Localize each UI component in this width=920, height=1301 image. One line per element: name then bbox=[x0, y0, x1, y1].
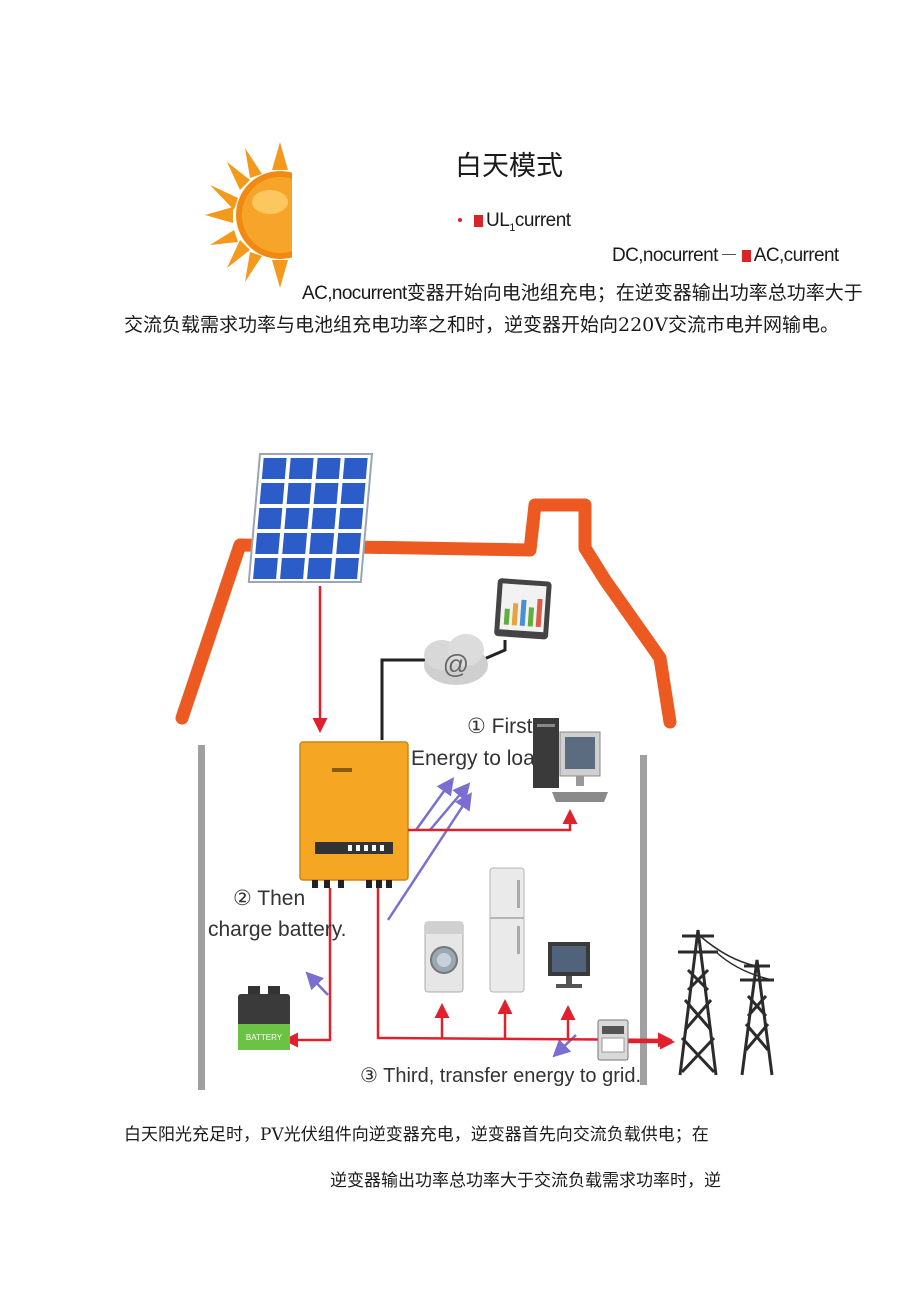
right-wall bbox=[640, 755, 647, 1085]
fridge-icon bbox=[489, 867, 525, 993]
dash-icon bbox=[721, 254, 736, 255]
step3-text: ③ Third, transfer energy to grid. bbox=[360, 1065, 641, 1087]
body-paragraph-2: 逆变器输出功率总功率大于交流负载需求功率时，逆 bbox=[330, 1171, 721, 1191]
tv-icon bbox=[548, 942, 590, 988]
step1-line1: ① First, bbox=[467, 715, 538, 738]
legend-dc-nocurrent: DC,nocurrent bbox=[612, 245, 718, 266]
legend-ac-current: AC,current bbox=[753, 245, 839, 266]
legend-ul-current: UL1current bbox=[458, 210, 571, 234]
page-title: 白天模式 bbox=[455, 151, 563, 182]
solar-panel-icon bbox=[247, 453, 374, 583]
computer-icon bbox=[533, 718, 608, 802]
legend-dc-ac: DC,nocurrent AC,current bbox=[612, 245, 839, 267]
pylon-icon bbox=[678, 929, 774, 1076]
tablet-icon bbox=[494, 578, 552, 640]
legend-ul-suffix: current bbox=[514, 210, 571, 231]
solar-system-diagram: @ ① First, Energy to load. bbox=[160, 440, 860, 1100]
cloud-icon: @ bbox=[424, 634, 488, 685]
red-square-icon bbox=[474, 215, 483, 227]
legend-ul-sub: 1 bbox=[509, 221, 515, 234]
washing-machine-icon bbox=[424, 921, 464, 993]
bullet-icon bbox=[458, 218, 462, 222]
intro-line-1: AC,nocurrent变器开始向电池组充电；在逆变器输出功率总功率大于 bbox=[302, 278, 863, 305]
step2-line1: ② Then bbox=[233, 887, 305, 910]
at-symbol: @ bbox=[443, 649, 469, 679]
step1-line2: Energy to load. bbox=[411, 747, 552, 770]
red-square-icon bbox=[741, 250, 751, 262]
legend-ac-nocurrent: AC,nocurrent bbox=[302, 283, 407, 304]
sun-icon bbox=[200, 140, 292, 290]
step2-line2: charge battery. bbox=[208, 918, 347, 941]
intro-line-1-text: 变器开始向电池组充电；在逆变器输出功率总功率大于 bbox=[406, 282, 863, 304]
inverter-icon bbox=[299, 741, 409, 888]
battery-icon: BATTERY bbox=[238, 986, 290, 1050]
intro-line-2: 交流负载需求功率与电池组充电功率之和时，逆变器开始向220V交流市电并网输电。 bbox=[124, 314, 839, 336]
body-paragraph-1: 白天阳光充足时，PV光伏组件向逆变器充电，逆变器首先向交流负载供电；在 bbox=[124, 1125, 709, 1145]
legend-ul-prefix: UL bbox=[486, 210, 510, 231]
left-wall bbox=[198, 745, 205, 1090]
meter-icon bbox=[597, 1019, 629, 1061]
battery-label: BATTERY bbox=[246, 1033, 283, 1042]
